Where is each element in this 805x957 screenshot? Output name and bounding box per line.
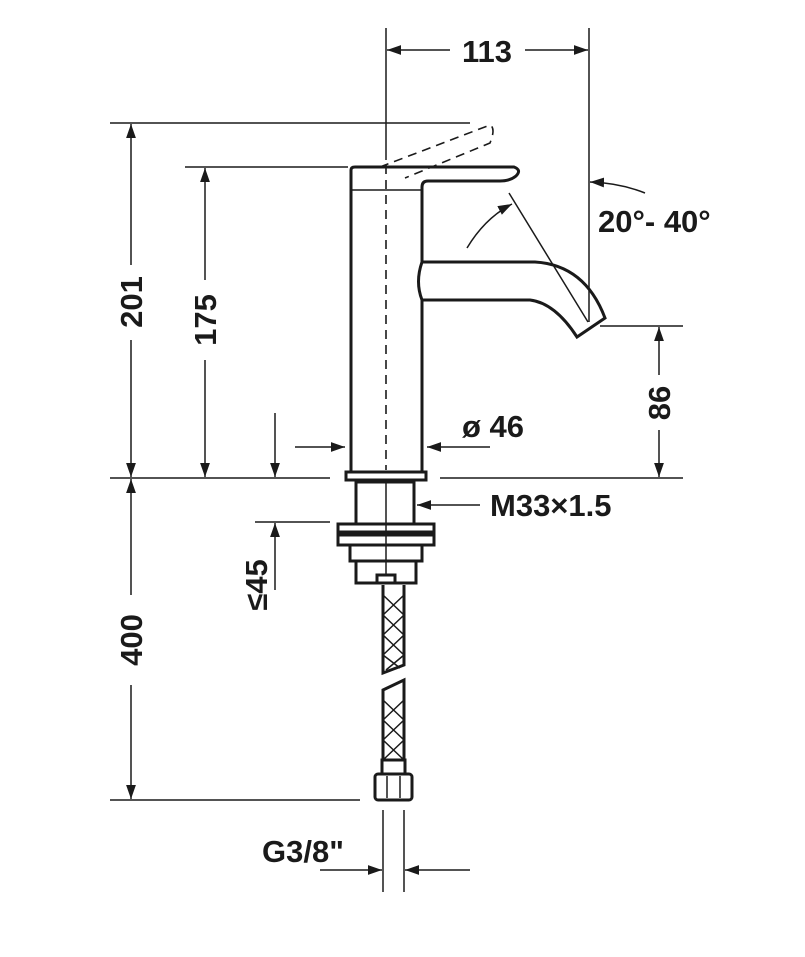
spout-angle-label: 20°- 40° <box>598 204 711 239</box>
hose <box>373 585 414 802</box>
spout-height-label: 86 <box>642 386 677 420</box>
body-height-label: 175 <box>188 294 223 346</box>
connection-label: G3/8" <box>262 834 344 869</box>
deck-thickness-label: ≤45 <box>239 559 274 611</box>
total-height-label: 201 <box>114 276 149 328</box>
hose-length-label: 400 <box>114 614 149 666</box>
handle-raised-dashed <box>379 124 494 179</box>
spout <box>417 260 607 340</box>
faucet-body <box>110 122 607 482</box>
spout-reach-label: 113 <box>462 34 512 69</box>
mounting-assembly <box>336 480 436 802</box>
thread-label: M33×1.5 <box>490 488 612 523</box>
dimension-arrows <box>126 45 664 875</box>
diameter-label: ø 46 <box>462 409 524 444</box>
extension-lines <box>110 28 683 892</box>
